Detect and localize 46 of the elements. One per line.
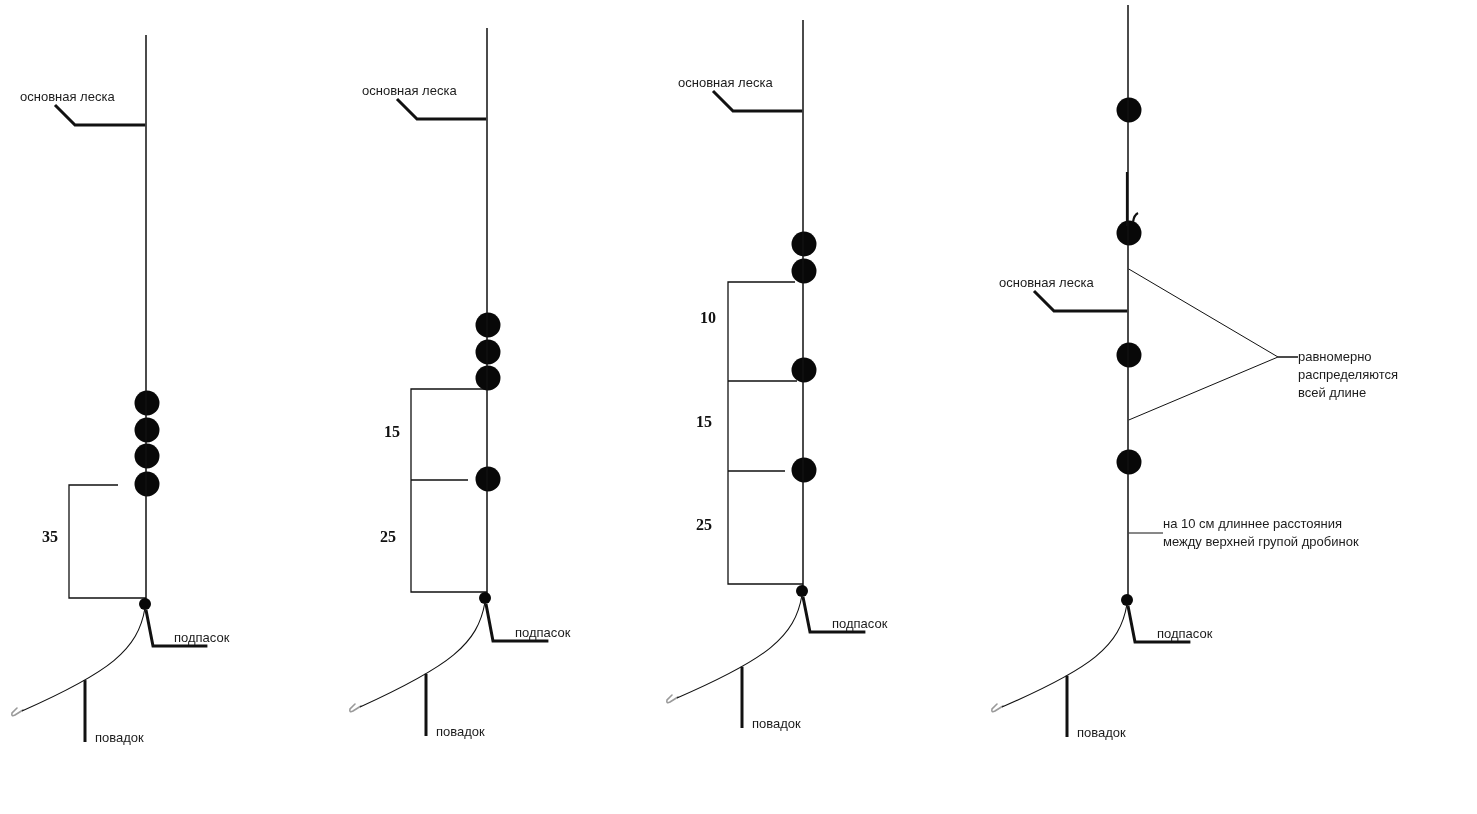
- callout-label: подпасок: [515, 625, 571, 641]
- callout-label: подпасок: [174, 630, 230, 646]
- leader-line: [1032, 289, 1128, 313]
- leader-line: [144, 609, 208, 648]
- dimension-value: 25: [380, 528, 396, 546]
- callout-label: на 10 см длиннее расстояния между верхней групой дробинок: [1163, 515, 1381, 551]
- dimension-value: 15: [696, 413, 712, 431]
- dimension-value: 15: [384, 423, 400, 441]
- small-shot-icon: [796, 585, 808, 597]
- leader-line: [424, 673, 428, 736]
- dimension-value: 10: [700, 309, 716, 327]
- leader-line: [484, 603, 549, 643]
- callout-label: подпасок: [832, 616, 888, 632]
- callout-label: повадок: [742, 716, 801, 732]
- leash-line: [676, 594, 803, 699]
- callout-label: основная леска: [20, 89, 115, 105]
- leader-line: [711, 89, 803, 113]
- leader-line: [1065, 675, 1069, 737]
- leader-line: [1128, 532, 1164, 534]
- small-shot-icon: [1121, 594, 1133, 606]
- fishing-line: [1127, 5, 1129, 595]
- callout-label: повадок: [426, 724, 485, 740]
- leader-line: [1126, 605, 1191, 644]
- callout-label: подпасок: [1157, 626, 1213, 642]
- callout-label: равномерно распределяются всей длине: [1298, 348, 1410, 402]
- callout-label: повадок: [1067, 725, 1126, 741]
- leader-line: [83, 680, 87, 742]
- leader-line: [740, 666, 744, 728]
- leader-line: [395, 97, 487, 121]
- small-shot-icon: [139, 598, 151, 610]
- fishing-line: [486, 28, 488, 593]
- fishing-line: [145, 35, 147, 599]
- callout-label: основная леска: [362, 83, 457, 99]
- callout-label: повадок: [85, 730, 144, 746]
- fishing-line: [802, 20, 804, 586]
- leader-line: [53, 103, 146, 127]
- leash-line: [21, 607, 146, 712]
- callout-label: основная леска: [678, 75, 773, 91]
- dimension-value: 35: [42, 528, 58, 546]
- leash-line: [1001, 603, 1128, 708]
- leader-line: [1128, 356, 1299, 421]
- leash-line: [359, 601, 486, 708]
- dimension-value: 25: [696, 516, 712, 534]
- small-shot-icon: [479, 592, 491, 604]
- leader-line: [801, 596, 866, 634]
- callout-label: основная леска: [999, 275, 1094, 291]
